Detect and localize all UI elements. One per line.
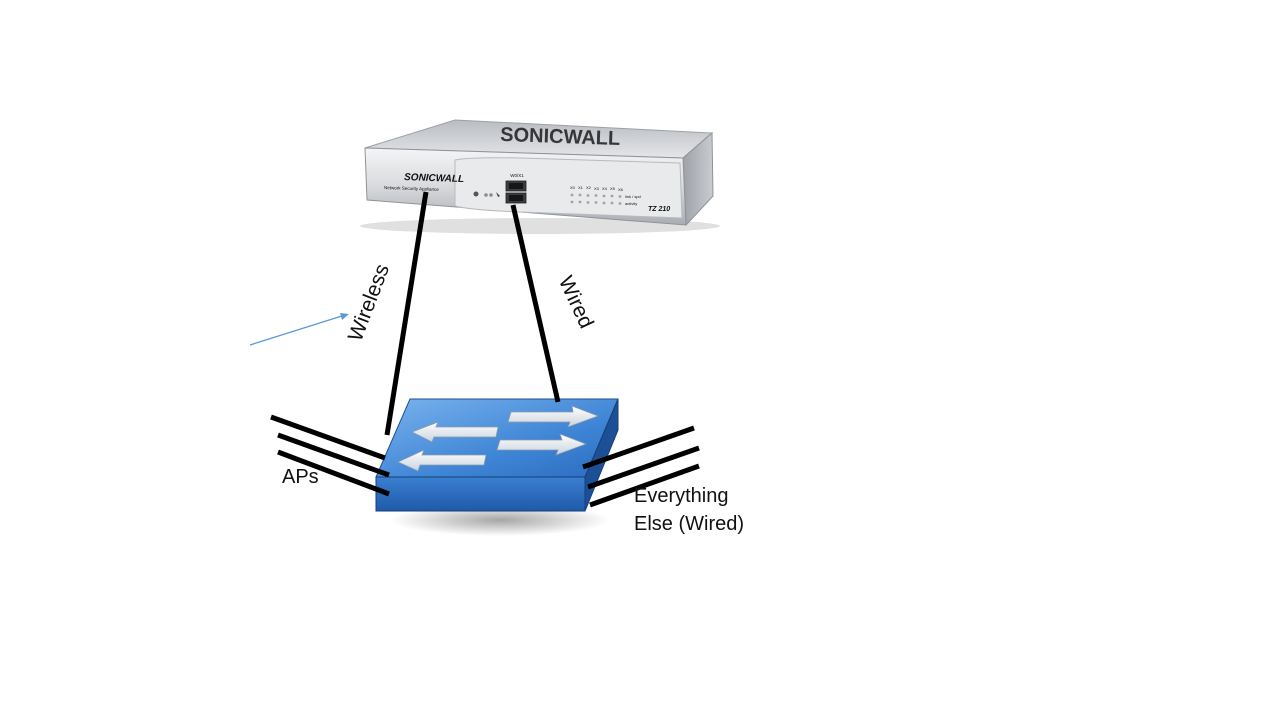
right-arrow-icon xyxy=(507,405,600,428)
wrench-icon xyxy=(496,192,500,197)
wireless-label: Wireless xyxy=(344,261,394,344)
aps-label: APs xyxy=(282,466,319,488)
port-label-row: X0 X1 X2 X3 X4 X5 X6 xyxy=(570,185,624,192)
switch-arrows xyxy=(397,405,600,472)
wireless-uplink-cable xyxy=(384,191,429,436)
link-speed-label: link / spd xyxy=(625,194,641,199)
port-label: X3 xyxy=(594,186,600,191)
ethernet-ports xyxy=(505,180,527,204)
network-switch xyxy=(375,398,619,536)
model-label: TZ 210 xyxy=(648,206,670,213)
everything-else-label-line1: Everything xyxy=(634,485,729,507)
top-emboss-logo: SONICWALL xyxy=(500,124,621,150)
wired-label: Wired xyxy=(554,273,598,332)
sonicwall-logo: SONICWALL Network Security Appliance xyxy=(384,172,464,192)
pointer-arrow xyxy=(249,313,349,346)
wired-uplink-cable xyxy=(510,204,561,403)
left-arrow-icon xyxy=(397,449,487,472)
port-label: X5 xyxy=(610,186,616,191)
firewall-appliance: SONICWALL SONICWALL Network Security App… xyxy=(360,119,720,234)
port-label: X0 xyxy=(570,185,576,190)
ap-cables xyxy=(270,414,390,497)
port-indicator-leds xyxy=(570,193,622,205)
port-header-label: W0/X1 xyxy=(510,173,524,178)
wired-device-cables xyxy=(582,425,700,508)
activity-label: activity xyxy=(625,201,637,206)
tagline-text: Network Security Appliance xyxy=(384,185,439,192)
front-leds xyxy=(473,191,500,197)
left-arrow-icon xyxy=(411,421,499,443)
uplink-cables xyxy=(384,191,561,436)
right-arrow-icon xyxy=(496,433,588,456)
port-label: X6 xyxy=(618,187,624,192)
port-label: X2 xyxy=(586,185,592,190)
port-label: X4 xyxy=(602,186,608,191)
everything-else-label-line2: Else (Wired) xyxy=(634,513,745,535)
brand-text: SONICWALL xyxy=(404,172,464,185)
port-label: X1 xyxy=(578,185,584,190)
